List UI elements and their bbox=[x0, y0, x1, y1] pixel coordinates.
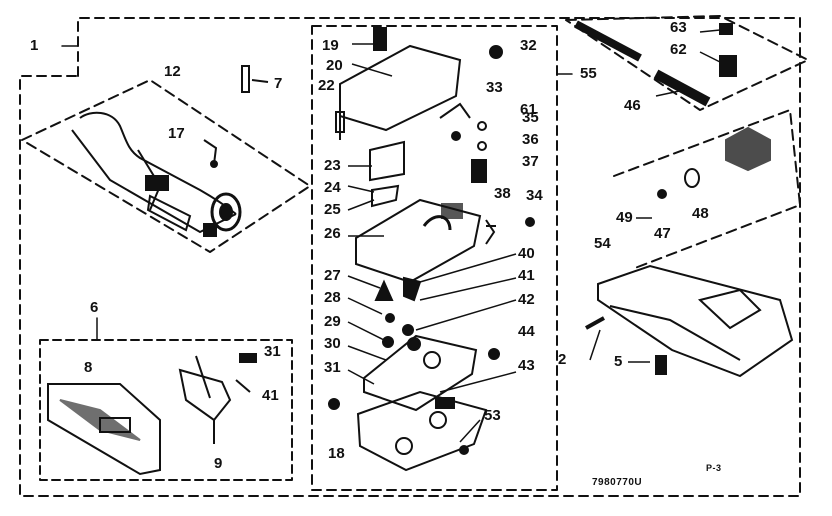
callout-62: 62 bbox=[670, 41, 687, 58]
callout-48: 48 bbox=[692, 205, 709, 222]
callout-28: 28 bbox=[324, 289, 341, 306]
callout-61: 61 bbox=[520, 101, 537, 118]
callout-8: 8 bbox=[84, 359, 93, 376]
callout-25: 25 bbox=[324, 201, 341, 218]
tube-dashed-outline bbox=[565, 15, 809, 111]
callout-40: 40 bbox=[518, 245, 535, 262]
callout-9: 9 bbox=[214, 455, 223, 472]
callout-34: 34 bbox=[526, 187, 543, 204]
page-code: P-3 bbox=[706, 463, 722, 473]
callout-12: 12 bbox=[164, 63, 181, 80]
callout-44: 44 bbox=[518, 323, 535, 340]
callout-41-center: 41 bbox=[518, 267, 535, 284]
callout-17: 17 bbox=[168, 125, 185, 142]
callout-29: 29 bbox=[324, 313, 341, 330]
tube-parts bbox=[574, 20, 737, 107]
callout-38: 38 bbox=[494, 185, 511, 202]
handle-assembly bbox=[71, 111, 242, 237]
callout-49: 49 bbox=[616, 209, 633, 226]
callout-2: 2 bbox=[558, 351, 567, 368]
callout-26: 26 bbox=[324, 225, 341, 242]
callout-6: 6 bbox=[90, 299, 99, 316]
bracket-dashed-outline bbox=[613, 109, 801, 269]
control-assembly bbox=[328, 27, 535, 472]
callout-20: 20 bbox=[326, 57, 343, 74]
callout-47: 47 bbox=[654, 225, 671, 242]
callout-55: 55 bbox=[580, 65, 597, 82]
callout-22: 22 bbox=[318, 77, 335, 94]
callout-46: 46 bbox=[624, 97, 641, 114]
leader-lines bbox=[347, 29, 721, 443]
callout-23: 23 bbox=[324, 157, 341, 174]
callout-53: 53 bbox=[484, 407, 501, 424]
lower-left-assembly bbox=[47, 353, 257, 476]
callout-37: 37 bbox=[522, 153, 539, 170]
callout-18: 18 bbox=[328, 445, 345, 462]
callout-41-left: 41 bbox=[262, 387, 279, 404]
burner-frame bbox=[585, 264, 794, 378]
callout-63: 63 bbox=[670, 19, 687, 36]
valve-bracket-parts bbox=[657, 126, 771, 199]
pin-parts bbox=[203, 65, 269, 168]
callout-1: 1 bbox=[30, 37, 39, 54]
callout-35: 35 bbox=[522, 109, 539, 126]
drawing-code: 7980770U bbox=[592, 477, 643, 488]
callout-32: 32 bbox=[520, 37, 537, 54]
callout-31-center: 31 bbox=[324, 359, 341, 376]
sub-assembly-dashed-box bbox=[39, 339, 293, 481]
callout-19: 19 bbox=[322, 37, 339, 54]
callout-30: 30 bbox=[324, 335, 341, 352]
callout-33: 33 bbox=[486, 79, 503, 96]
callout-36: 36 bbox=[522, 131, 539, 148]
callout-43: 43 bbox=[518, 357, 535, 374]
callout-31-left: 31 bbox=[264, 343, 281, 360]
callout-27: 27 bbox=[324, 267, 341, 284]
callout-24: 24 bbox=[324, 179, 341, 196]
handle-dashed-outline bbox=[21, 79, 311, 253]
inner-dashed-box bbox=[311, 25, 558, 491]
callout-42: 42 bbox=[518, 291, 535, 308]
callout-7: 7 bbox=[274, 75, 283, 92]
callout-5: 5 bbox=[614, 353, 623, 370]
callout-54: 54 bbox=[594, 235, 611, 252]
